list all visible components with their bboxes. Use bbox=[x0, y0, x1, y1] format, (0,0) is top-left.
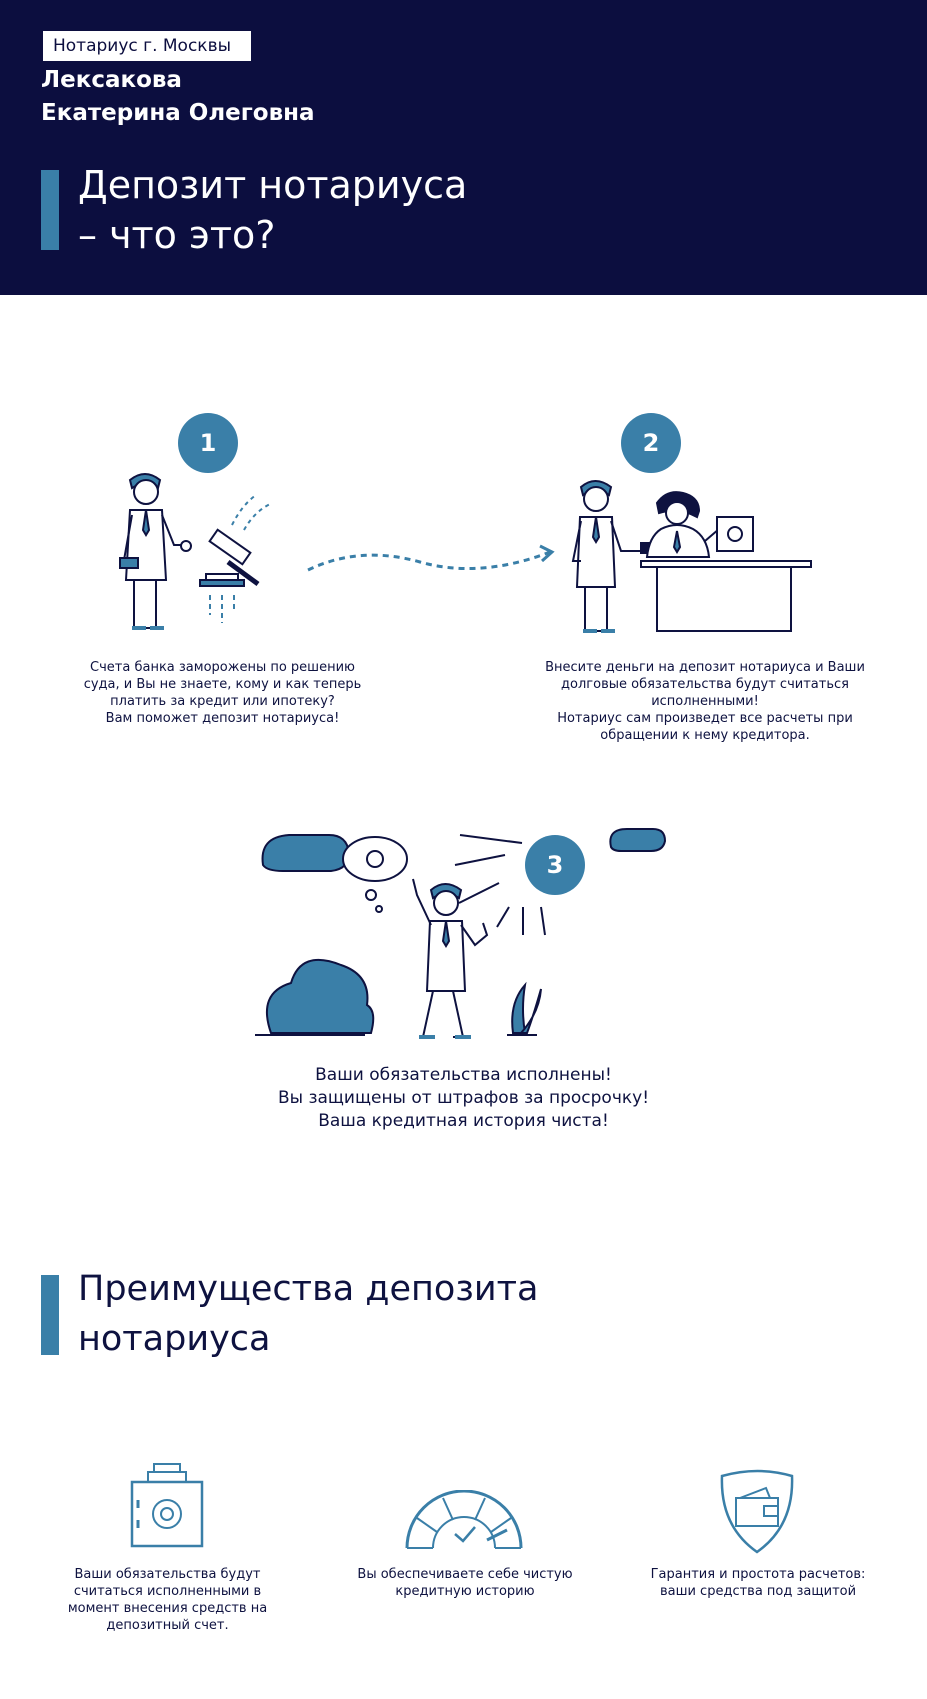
step-2-caption-line: Внесите деньги на депозит нотариуса и Ва… bbox=[545, 660, 865, 675]
advantage-3-text-line: ваши средства под защитой bbox=[659, 1584, 857, 1599]
step-1-caption-line: Вам поможет депозит нотариуса! bbox=[105, 711, 340, 726]
advantage-1-text-line: Ваши обязательства будут bbox=[74, 1567, 261, 1582]
step-2-caption-line: Нотариус сам произведет все расчеты при bbox=[557, 711, 853, 726]
happy-man-icon bbox=[412, 878, 489, 1039]
shield-wallet-icon bbox=[720, 1469, 794, 1554]
advantages-title-line1: Преимущества депозита bbox=[78, 1269, 539, 1309]
advantages-title-line2: нотариуса bbox=[78, 1319, 271, 1359]
step-3-caption-line: Ваша кредитная история чиста! bbox=[318, 1111, 609, 1131]
header: Нотариус г. Москвы Лексакова Екатерина О… bbox=[0, 0, 927, 295]
step-2-caption-line: исполненными! bbox=[651, 694, 759, 709]
title-accent-bar bbox=[41, 170, 59, 250]
step-3-caption-line: Ваши обязательства исполнены! bbox=[315, 1065, 612, 1085]
advantage-1-text-line: депозитный счет. bbox=[106, 1618, 229, 1633]
step-1-number: 1 bbox=[178, 413, 238, 473]
advantage-1-text-line: момент внесения средств на bbox=[67, 1601, 268, 1616]
safe-bag-icon bbox=[130, 1463, 204, 1548]
page-title-line1: Депозит нотариуса bbox=[78, 163, 468, 207]
dashed-arrow bbox=[307, 544, 555, 572]
step-2-caption: Внесите деньги на депозит нотариуса и Ва… bbox=[540, 659, 870, 744]
cloud-icon bbox=[261, 834, 351, 872]
notary-name-line2: Екатерина Олеговна bbox=[41, 100, 315, 126]
step-2-caption-line: долговые обязательства будут считаться bbox=[561, 677, 849, 692]
notary-name-line1: Лексакова bbox=[41, 67, 182, 93]
cloud-icon bbox=[609, 828, 667, 852]
step-3-caption: Ваши обязательства исполнены! Вы защищен… bbox=[0, 1064, 927, 1133]
advantage-2-text-line: Вы обеспечиваете себе чистую bbox=[357, 1567, 573, 1582]
step-2-number: 2 bbox=[621, 413, 681, 473]
step-1-caption-line: Счета банка заморожены по решению bbox=[90, 660, 355, 675]
step-1-caption-line: платить за кредит или ипотеку? bbox=[110, 694, 335, 709]
advantage-2-text-line: кредитную историю bbox=[395, 1584, 535, 1599]
thought-bubble-icon bbox=[342, 836, 408, 913]
advantage-1-text-line: считаться исполненными в bbox=[73, 1584, 262, 1599]
step-1-caption: Счета банка заморожены по решению суда, … bbox=[70, 659, 375, 727]
gavel-icon bbox=[199, 494, 271, 623]
step-3-caption-line: Вы защищены от штрафов за просрочку! bbox=[277, 1088, 650, 1108]
bush-icon bbox=[255, 958, 375, 1036]
client-man-icon bbox=[571, 480, 656, 633]
advantage-2-text: Вы обеспечиваете себе чистую кредитную и… bbox=[345, 1566, 585, 1600]
gauge-icon bbox=[405, 1490, 523, 1549]
advantage-1-text: Ваши обязательства будут считаться испол… bbox=[60, 1566, 275, 1634]
worried-man-icon bbox=[119, 473, 192, 630]
step-1-caption-line: суда, и Вы не знаете, кому и как теперь bbox=[83, 677, 362, 692]
page-title-line2: – что это? bbox=[78, 213, 276, 257]
step-3-number: 3 bbox=[525, 835, 585, 895]
notary-desk-icon bbox=[640, 491, 812, 632]
sun-rays-icon bbox=[454, 834, 546, 936]
advantage-3-text-line: Гарантия и простота расчетов: bbox=[650, 1567, 866, 1582]
step-2-illustration bbox=[571, 480, 812, 633]
step-2-caption-line: обращении к нему кредитора. bbox=[600, 728, 810, 743]
sprout-icon bbox=[507, 981, 542, 1036]
section-accent-bar bbox=[41, 1275, 59, 1355]
step-1-illustration bbox=[119, 473, 271, 630]
notary-badge: Нотариус г. Москвы bbox=[43, 31, 251, 61]
step-3-illustration bbox=[255, 828, 667, 1039]
advantage-3-text: Гарантия и простота расчетов: ваши средс… bbox=[643, 1566, 873, 1600]
